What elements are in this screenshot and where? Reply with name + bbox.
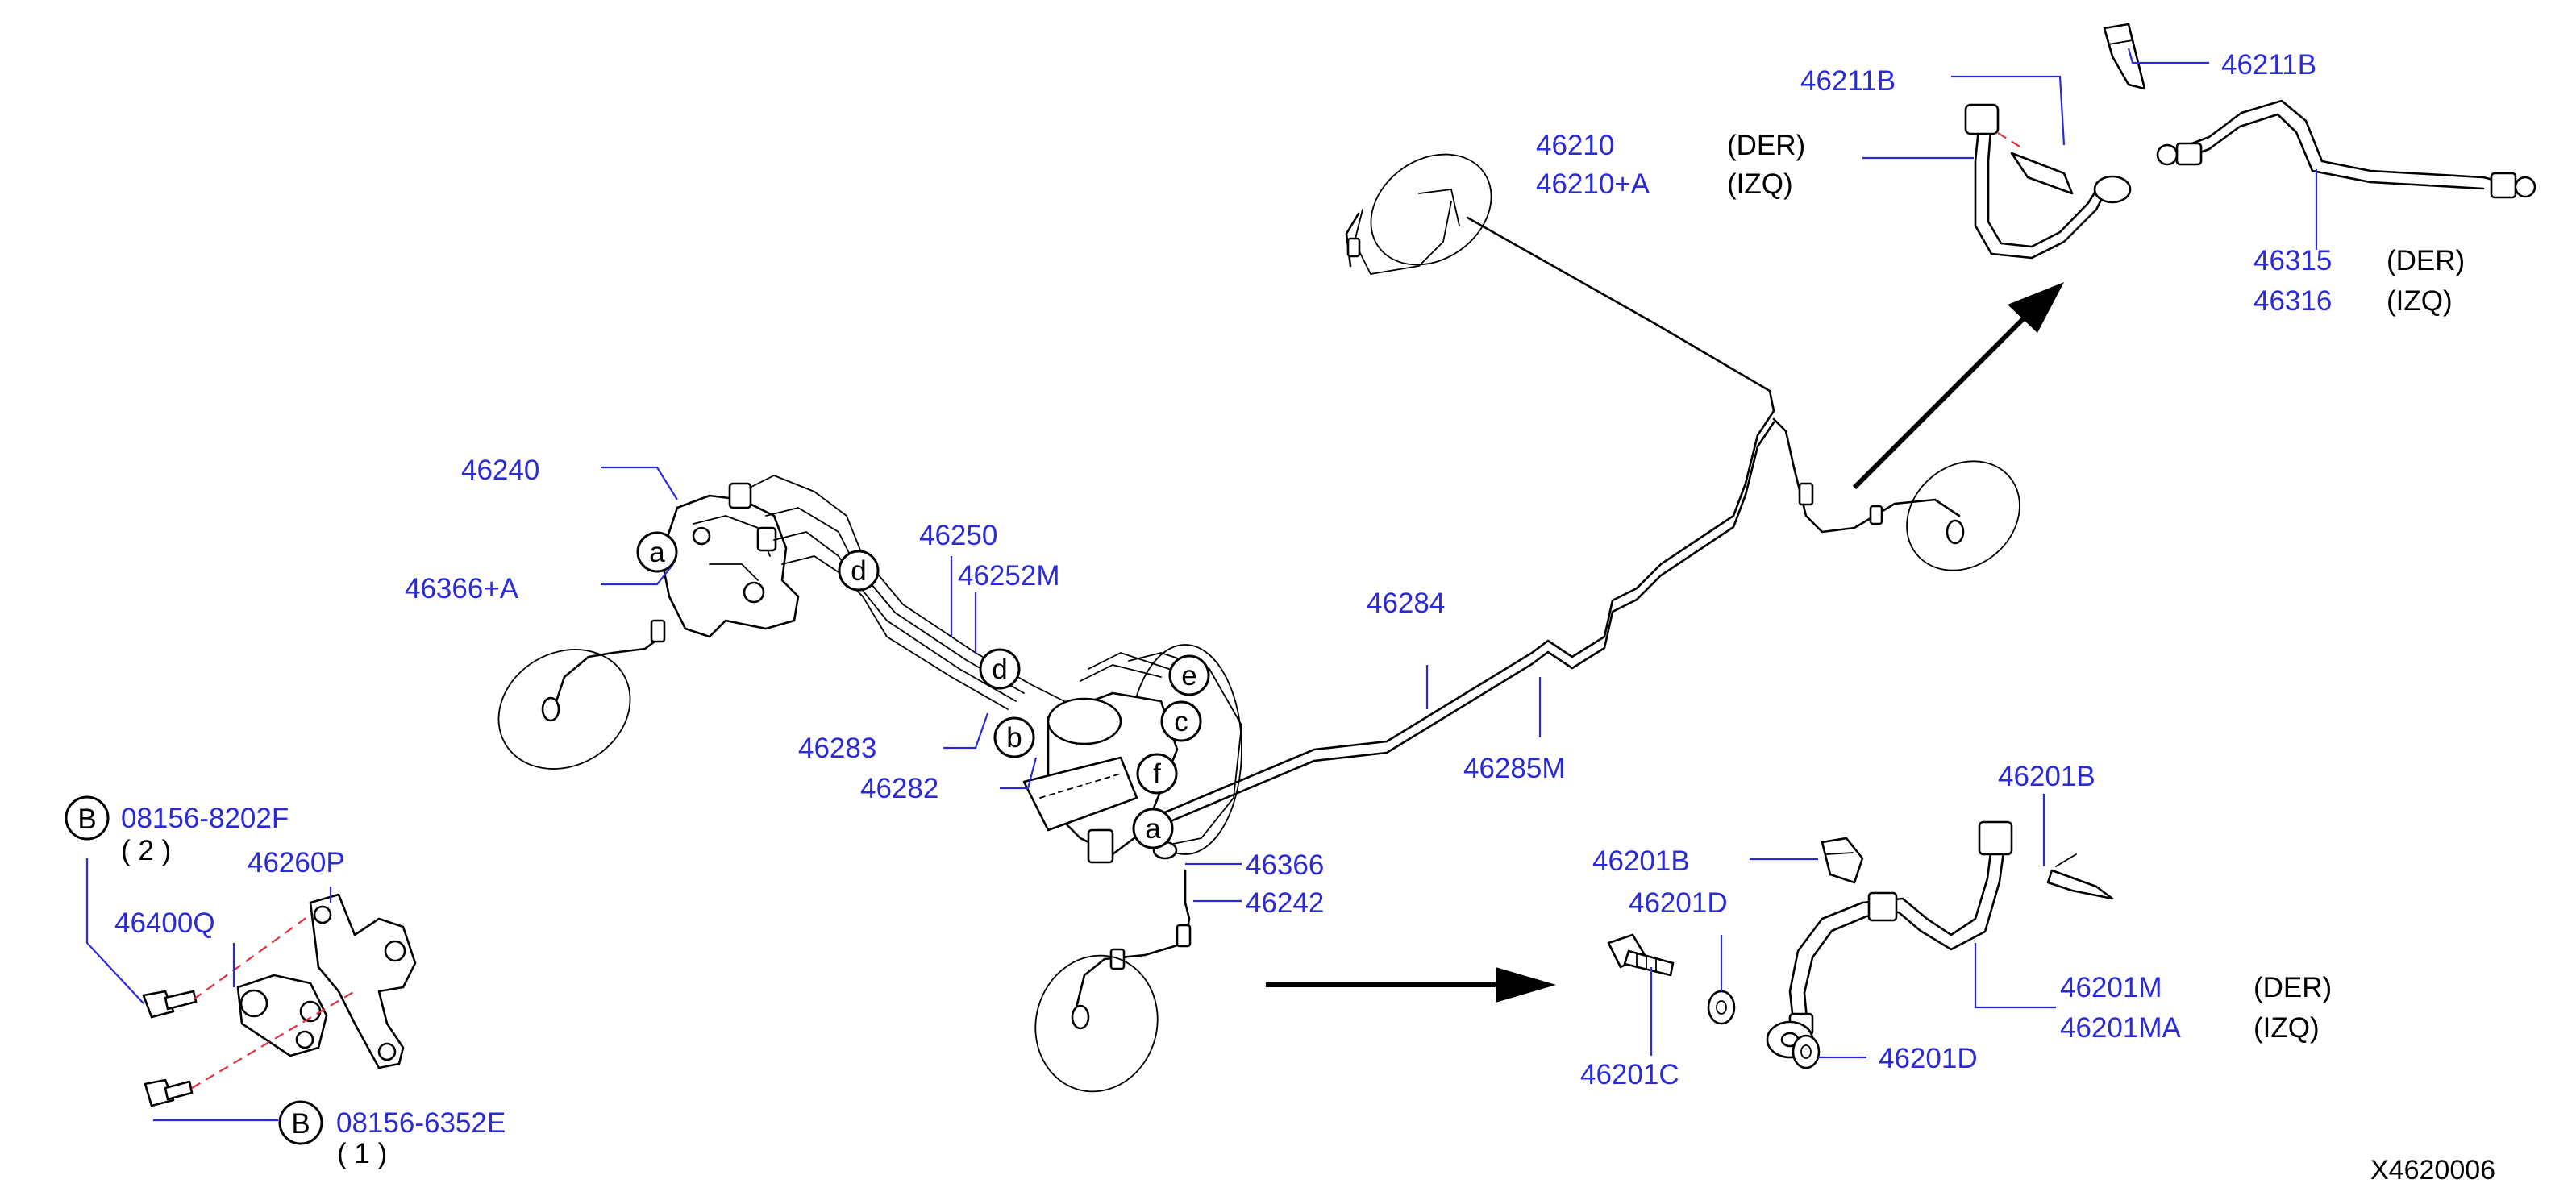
label-46211B-upper-left: 46211B: [1800, 65, 1896, 97]
banjo-bolt-46201C: [1607, 933, 1675, 977]
quantity-1: ( 1 ): [337, 1138, 387, 1169]
rear-right-backing-plate: [1345, 153, 1492, 275]
qualifier-izq-46316: (IZQ): [2387, 285, 2453, 317]
label-46400Q: 46400Q: [114, 907, 215, 939]
label-46201B-right: 46201B: [1998, 761, 2095, 792]
label-46252M: 46252M: [958, 560, 1059, 592]
label-46240: 46240: [461, 455, 539, 486]
dashed-guides: [191, 914, 356, 1089]
part-number-labels: 46211B 46211B 46210 46210+A 46315 46316 …: [114, 49, 2332, 1139]
label-46315: 46315: [2253, 245, 2332, 276]
callout-B-upper: B: [65, 795, 110, 841]
washer-46201D-right: [1792, 1034, 1821, 1069]
label-46201D-upper: 46201D: [1629, 887, 1728, 919]
callout-e: e: [1168, 654, 1210, 696]
arrow-to-upper-inset: [1852, 282, 2064, 490]
label-46211B-upper-right: 46211B: [2221, 49, 2316, 81]
qualifier-der-46210: (DER): [1727, 130, 1805, 161]
clip-46201B-left: [1821, 837, 1864, 884]
washer-46201D-left: [1707, 990, 1736, 1025]
hose-46201M-inset: [1766, 820, 2013, 1059]
qualifier-izq-46201MA: (IZQ): [2253, 1012, 2320, 1044]
rear-hose-46315-inset: [2156, 99, 2536, 199]
diagram-reference-code: X4620006: [2370, 1155, 2495, 1186]
qualifier-der-46201M: (DER): [2253, 972, 2332, 1003]
label-46366A: 46366+A: [405, 573, 519, 604]
bracket-46260P: [309, 893, 417, 1069]
callout-b: b: [993, 716, 1035, 758]
svg-text:f: f: [1153, 758, 1161, 790]
quantity-2: ( 2 ): [121, 835, 171, 866]
valve-46400Q: [236, 974, 328, 1057]
qualifier-izq-46210A: (IZQ): [1727, 168, 1793, 200]
label-46242: 46242: [1246, 887, 1324, 919]
label-46282: 46282: [860, 773, 938, 804]
label-46201C: 46201C: [1580, 1059, 1679, 1090]
svg-text:a: a: [649, 537, 665, 568]
main-brake-line-46284: [1159, 216, 1775, 827]
label-46250: 46250: [919, 520, 997, 551]
callout-a-left: a: [636, 531, 678, 573]
front-right-disc: [1034, 841, 1192, 1093]
label-46210: 46210: [1536, 130, 1614, 161]
callout-f: f: [1136, 753, 1178, 795]
hose-46210-inset: [1964, 103, 2132, 260]
svg-text:c: c: [1174, 706, 1188, 737]
label-46316: 46316: [2253, 285, 2332, 317]
callout-d-upper: d: [838, 550, 880, 592]
label-46201MA: 46201MA: [2060, 1012, 2181, 1044]
label-46210A: 46210+A: [1536, 168, 1650, 200]
label-46284: 46284: [1367, 588, 1445, 619]
rear-left-backing-plate: [1772, 417, 2020, 571]
label-46201D-lower: 46201D: [1879, 1043, 1978, 1074]
leader-lines: [85, 48, 2318, 1122]
svg-text:B: B: [291, 1108, 310, 1140]
actuator-unit: [660, 482, 800, 638]
bolt-08156-8202F: [142, 990, 198, 1019]
svg-text:d: d: [992, 654, 1007, 685]
qualifier-der-46315: (DER): [2387, 245, 2465, 276]
svg-text:a: a: [1145, 813, 1161, 845]
callout-d-lower: d: [979, 648, 1021, 690]
clip-46201B-right: [2046, 853, 2114, 900]
callout-a-right: a: [1132, 808, 1174, 849]
svg-text:B: B: [77, 804, 96, 835]
qualifier-labels: (DER) (IZQ) (DER) (IZQ) (DER) (IZQ) ( 2 …: [121, 130, 2465, 1169]
svg-text:e: e: [1181, 660, 1196, 691]
front-left-disc: [497, 619, 666, 770]
label-46283: 46283: [798, 733, 876, 764]
svg-text:d: d: [851, 555, 866, 587]
callout-c: c: [1160, 700, 1202, 742]
arrow-to-lower-inset: [1266, 967, 1556, 1003]
bolt-08156-6352E: [144, 1078, 194, 1107]
clip-46211B-upper: [2103, 23, 2146, 90]
svg-text:b: b: [1006, 722, 1022, 754]
label-08156-6352E: 08156-6352E: [336, 1107, 506, 1139]
label-46201B-left: 46201B: [1592, 845, 1690, 877]
label-08156-8202F: 08156-8202F: [121, 803, 289, 834]
label-46260P: 46260P: [248, 847, 345, 878]
label-46366: 46366: [1246, 849, 1324, 881]
callout-B-lower: B: [278, 1100, 323, 1145]
label-46285M: 46285M: [1463, 753, 1565, 784]
label-46201M: 46201M: [2060, 972, 2162, 1003]
